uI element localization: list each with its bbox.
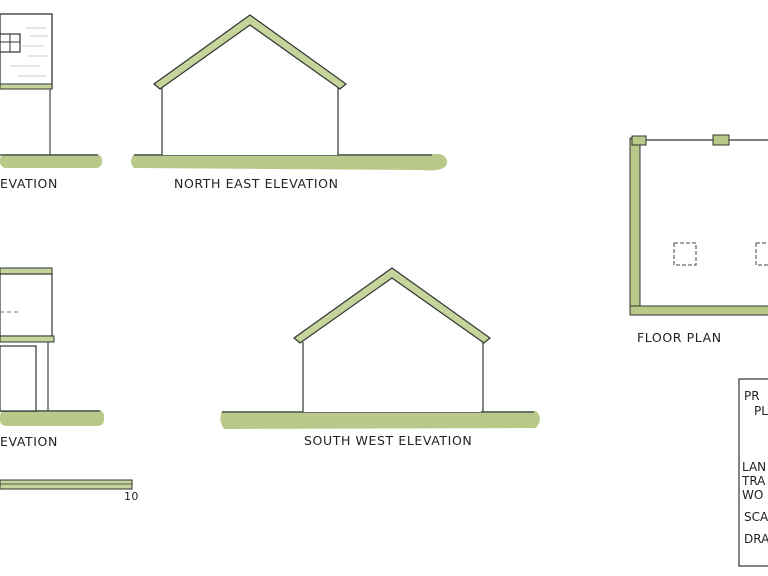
- title-block-line: WO: [742, 488, 763, 502]
- title-block-line: SCA: [744, 510, 768, 524]
- plan-wall-bottom: [629, 305, 768, 316]
- elevation-label: NORTH EAST ELEVATION: [174, 176, 339, 191]
- pad-footing: [755, 242, 768, 266]
- opening: [0, 345, 37, 412]
- elevation-partial-top-left: EVATION: [0, 13, 102, 191]
- fascia: [0, 83, 53, 90]
- plan-corner-post: [631, 135, 647, 146]
- upper-wall: [0, 273, 53, 337]
- roof-edge: [153, 14, 347, 90]
- title-block: PR PL LAN TRA WO SCA DRA: [738, 378, 768, 567]
- scale-bar-label: 10: [124, 490, 139, 503]
- north-east-elevation: NORTH EAST ELEVATION: [131, 14, 448, 191]
- title-block-line: LAN: [742, 460, 766, 474]
- brick-hatch: [10, 27, 48, 77]
- roof-cap: [0, 267, 53, 275]
- floor-plan-label: FLOOR PLAN: [637, 330, 722, 345]
- pad-footing: [673, 242, 697, 266]
- title-block-line: TRA: [741, 474, 766, 488]
- ground-wash: [131, 154, 448, 171]
- elevation-label: SOUTH WEST ELEVATION: [304, 433, 472, 448]
- title-block-line: DRA: [744, 532, 768, 546]
- roof-edge: [293, 267, 491, 344]
- south-west-elevation: SOUTH WEST ELEVATION: [220, 267, 540, 448]
- scale-bar: 10: [0, 479, 139, 503]
- title-block-line: PL: [754, 404, 768, 418]
- elevation-label: EVATION: [0, 434, 58, 449]
- plan-mid-post: [712, 134, 730, 146]
- elevation-label: EVATION: [0, 176, 58, 191]
- title-block-line: PR: [744, 389, 760, 403]
- floor-plan: FLOOR PLAN: [629, 134, 768, 345]
- gable-wall: [162, 22, 338, 155]
- plan-wall-left: [629, 137, 641, 315]
- elevation-partial-mid-left: EVATION: [0, 267, 104, 449]
- gable-wall: [303, 276, 481, 412]
- ground-wash: [0, 154, 102, 168]
- fascia: [0, 335, 55, 343]
- ground-wash: [0, 410, 104, 426]
- ground-wash: [220, 411, 540, 429]
